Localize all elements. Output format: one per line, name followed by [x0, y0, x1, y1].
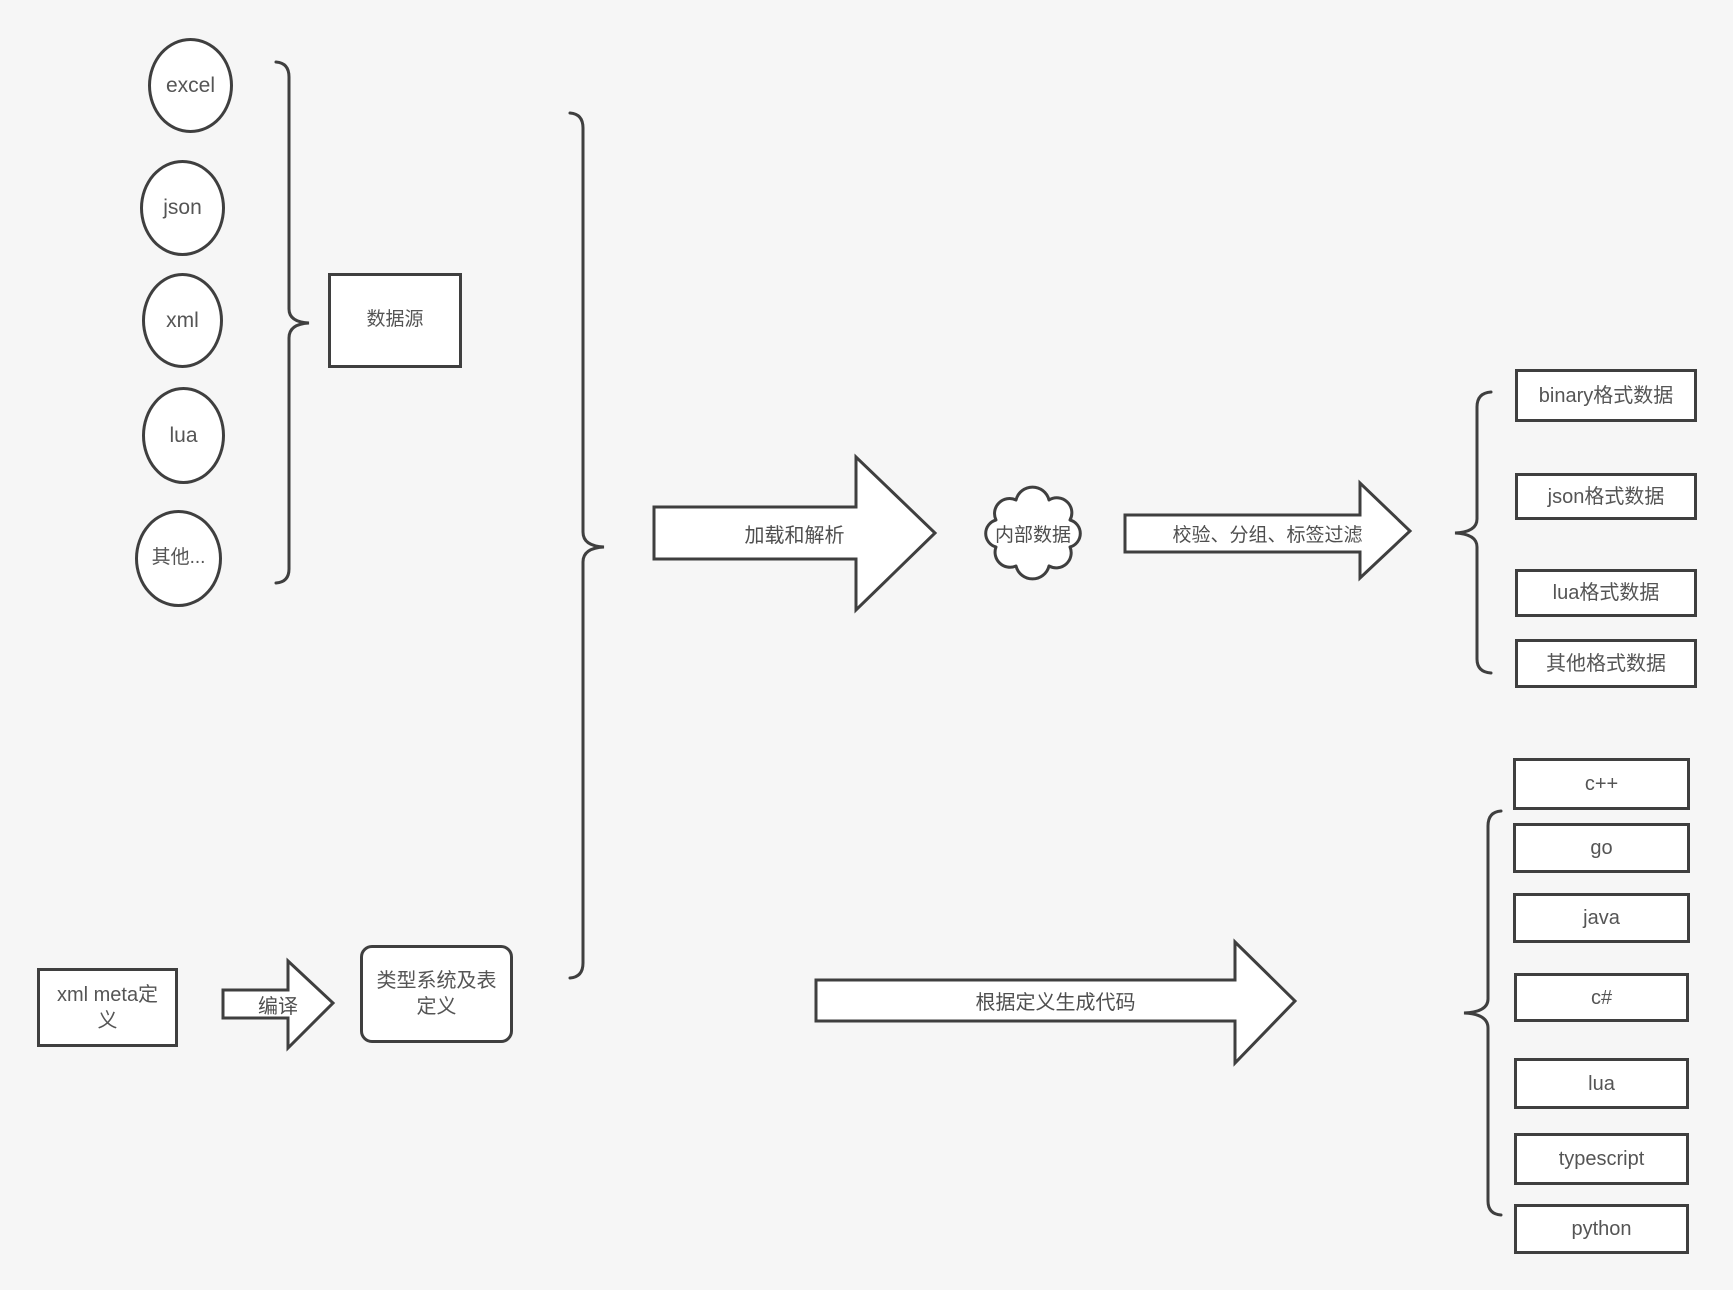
language-box-typescript: typescript	[1514, 1133, 1689, 1185]
brace-languages	[1463, 809, 1503, 1217]
cloud-internal-data	[984, 485, 1082, 581]
language-box-java: java	[1513, 893, 1690, 943]
format-box-binary: binary格式数据	[1515, 369, 1697, 422]
format-box-lua: lua格式数据	[1515, 569, 1697, 617]
source-ellipse-other: 其他...	[135, 510, 222, 607]
format-box-other: 其他格式数据	[1515, 639, 1697, 688]
xml-meta-box: xml meta定义	[37, 968, 178, 1047]
language-box-cpp: c++	[1513, 758, 1690, 810]
format-box-json: json格式数据	[1515, 473, 1697, 520]
language-box-go: go	[1513, 823, 1690, 873]
arrow-load-parse	[652, 453, 938, 614]
source-ellipse-json: json	[140, 160, 225, 256]
type-system-box: 类型系统及表定义	[360, 945, 513, 1043]
language-box-lua: lua	[1514, 1058, 1689, 1109]
source-ellipse-excel: excel	[148, 38, 233, 133]
language-box-python: python	[1514, 1204, 1689, 1254]
language-box-csharp: c#	[1514, 973, 1689, 1022]
arrow-compile	[221, 957, 336, 1052]
brace-sources	[274, 60, 310, 585]
arrow-filter	[1123, 479, 1413, 582]
source-ellipse-xml: xml	[142, 273, 223, 368]
brace-formats	[1454, 390, 1493, 675]
source-ellipse-lua: lua	[142, 387, 225, 484]
brace-inputs	[568, 111, 605, 980]
arrow-generate-code	[814, 938, 1298, 1067]
datasource-box: 数据源	[328, 273, 462, 368]
